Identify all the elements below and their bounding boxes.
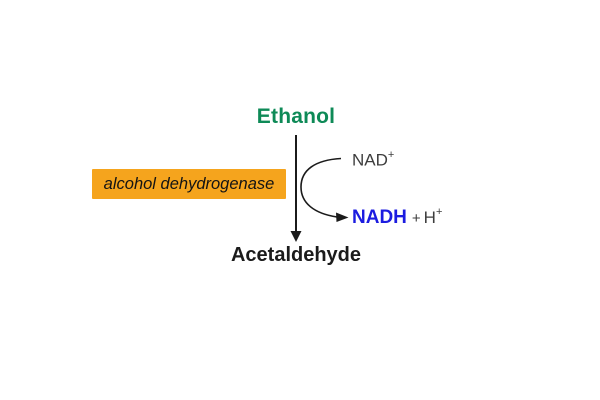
cofactor-in-label: NAD+	[352, 149, 395, 171]
enzyme-label: alcohol dehydrogenase	[103, 174, 275, 193]
arc-arrowhead-icon	[336, 212, 349, 222]
substrate-label: Ethanol	[256, 105, 336, 128]
nadh-text: NADH	[352, 207, 407, 228]
plus-sign: +	[411, 210, 421, 227]
h-superscript: +	[435, 206, 443, 219]
reaction-arrow-down	[290, 135, 302, 242]
product-label: Acetaldehyde	[230, 244, 362, 266]
nad-text: NAD	[352, 150, 388, 170]
cofactor-arc-arrow	[300, 157, 349, 222]
cofactor-out-label: NADH+H+	[352, 206, 443, 229]
nad-superscript: +	[387, 149, 395, 161]
enzyme-box: alcohol dehydrogenase	[92, 169, 286, 199]
down-arrowhead-icon	[290, 231, 302, 242]
h-text: H	[423, 208, 436, 227]
